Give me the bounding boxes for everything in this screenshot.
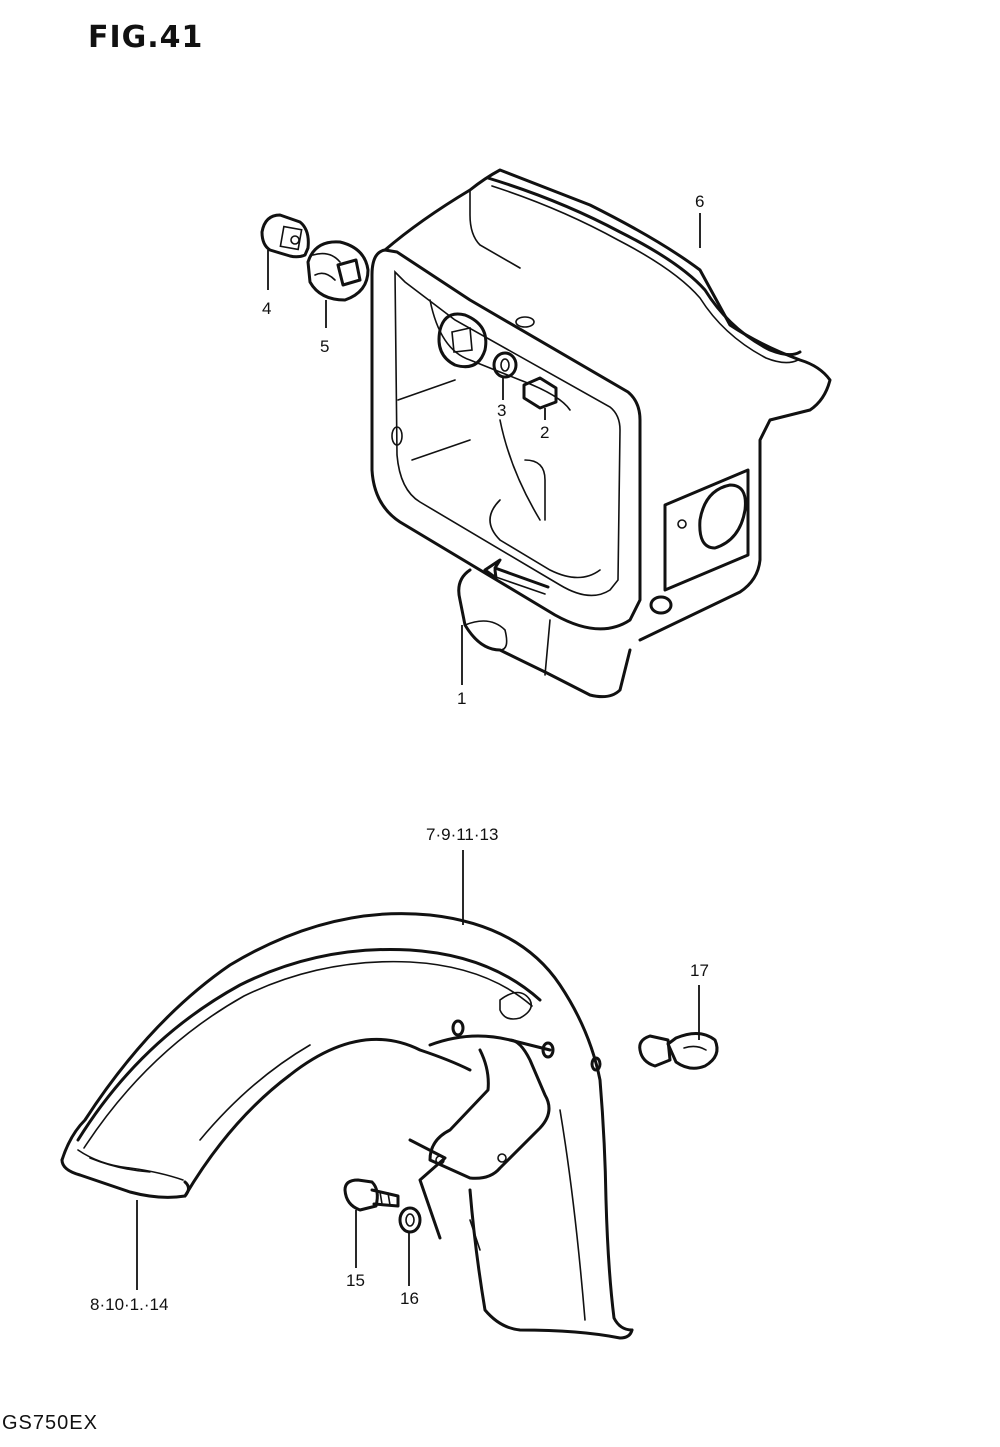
callout-2: 2 (540, 423, 550, 442)
leaders-lower (136, 850, 700, 1290)
grommet-5 (306, 240, 370, 302)
callout-4: 4 (262, 299, 272, 318)
part-17 (638, 1032, 719, 1070)
model-code: GS750EX (2, 1412, 98, 1434)
callout-16: 16 (400, 1289, 419, 1308)
callout-3: 3 (497, 401, 507, 420)
callout-7-9-11-13: 7·9·11·13 (426, 825, 499, 844)
nut-4 (260, 213, 310, 259)
leaders-upper (267, 213, 701, 685)
callout-5: 5 (320, 337, 330, 356)
washer-16 (398, 1206, 422, 1234)
figure-title: FIG.41 (88, 20, 204, 55)
callout-6: 6 (695, 192, 705, 211)
callout-17: 17 (690, 961, 709, 980)
front-fender (60, 912, 634, 1340)
callout-8-10-12-14: 8·10·1.·14 (90, 1295, 169, 1314)
headlight-housing (370, 168, 832, 699)
callout-15: 15 (346, 1271, 365, 1290)
bolt-15 (343, 1178, 400, 1212)
callout-1: 1 (457, 689, 467, 708)
